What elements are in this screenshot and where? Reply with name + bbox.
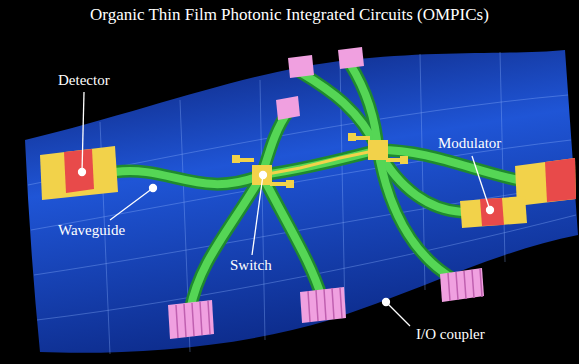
waveguides bbox=[115, 64, 518, 310]
detector-label: Detector bbox=[58, 72, 110, 89]
modulator-label: Modulator bbox=[438, 135, 501, 152]
switch-label: Switch bbox=[230, 257, 272, 274]
diagram-title: Organic Thin Film Photonic Integrated Ci… bbox=[90, 5, 489, 25]
io-couplers bbox=[168, 47, 484, 339]
leader-lines bbox=[79, 92, 494, 326]
coupler-label: I/O coupler bbox=[416, 326, 485, 343]
detectors bbox=[40, 146, 576, 206]
substrate-sheet bbox=[25, 50, 578, 354]
waveguide-label: Waveguide bbox=[58, 222, 125, 239]
switches bbox=[232, 133, 408, 188]
modulator bbox=[460, 196, 527, 228]
